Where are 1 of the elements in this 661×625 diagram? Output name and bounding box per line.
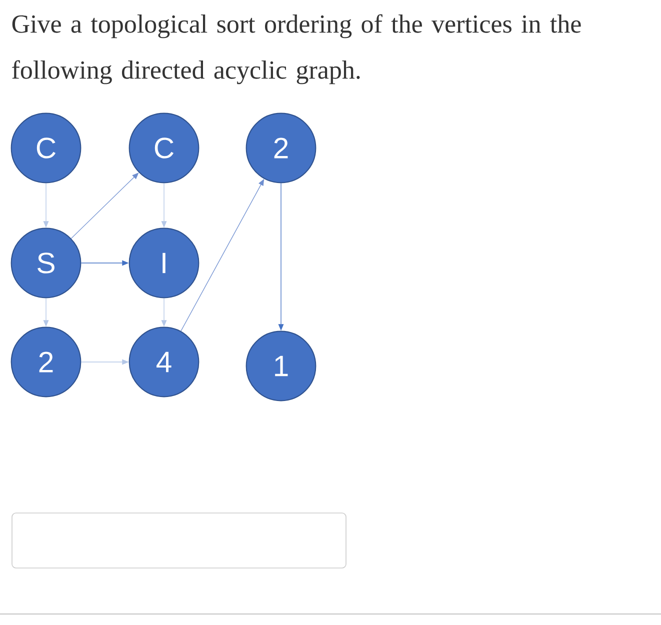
question-text: Give a topological sort ordering of the vertices in the following directed acyclic graph. <box>12 14 581 84</box>
